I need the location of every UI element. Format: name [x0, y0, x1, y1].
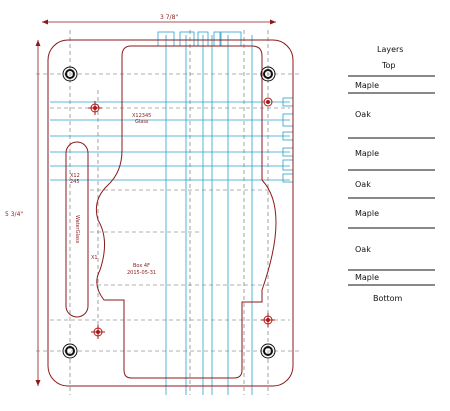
- width-dimension: 3 7/8": [42, 14, 276, 25]
- part-number: X12345: [132, 113, 151, 119]
- layers-legend: Layers Top MapleOakMapleOakMapleOakMaple…: [348, 45, 435, 303]
- height-dimension: 5 3/4": [5, 40, 41, 386]
- layer-label: Maple: [355, 81, 379, 90]
- width-label: 3 7/8": [160, 14, 178, 21]
- box-label: Box 4F: [133, 263, 150, 269]
- layer-label: Maple: [355, 149, 379, 158]
- layer-label: Oak: [355, 245, 371, 254]
- hole-icon: [260, 343, 276, 359]
- layer-label: Oak: [355, 180, 371, 189]
- side-code: X12: [70, 173, 80, 179]
- layer-label: Maple: [355, 209, 379, 218]
- layer-label: Maple: [355, 273, 379, 282]
- guide-lines-blue: [50, 31, 294, 395]
- pin-hole-icon: [88, 101, 102, 115]
- small-mark: X1: [91, 255, 98, 261]
- material-note: Glass: [135, 119, 149, 125]
- left-slot: [65, 141, 89, 318]
- layers-top-label: Top: [381, 61, 396, 70]
- hole-icon: [260, 66, 276, 82]
- corner-holes: [62, 66, 276, 359]
- part-outline: [47, 39, 294, 387]
- layers-bottom-label: Bottom: [373, 294, 403, 303]
- side-value: 245: [70, 179, 80, 185]
- hole-icon: [62, 343, 78, 359]
- layers-heading: Layers: [377, 45, 403, 54]
- pin-holes: [88, 97, 275, 339]
- height-label: 5 3/4": [5, 211, 23, 218]
- pin-hole-icon: [91, 325, 105, 339]
- construction-lines: [36, 30, 300, 395]
- pin-hole-icon: [261, 313, 275, 327]
- inner-pocket: [95, 45, 277, 379]
- date-label: 2015-05-31: [127, 270, 156, 276]
- pin-hole-icon: [263, 97, 273, 107]
- hole-icon: [62, 66, 78, 82]
- side-vertical-label: WaterGlass: [74, 215, 80, 244]
- layer-label: Oak: [355, 110, 371, 119]
